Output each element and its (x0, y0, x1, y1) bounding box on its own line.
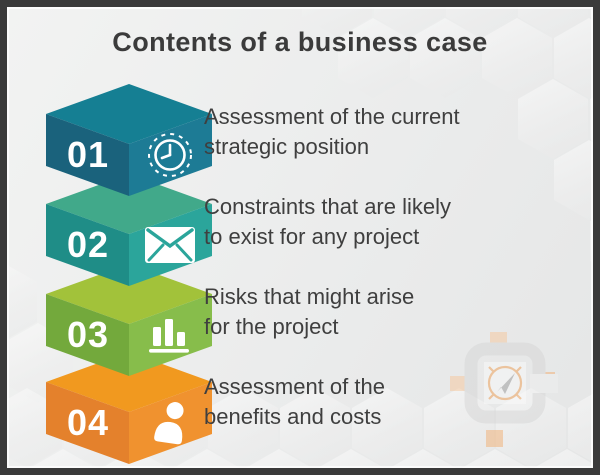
envelope-folds (147, 243, 193, 262)
item-text-1: Assessment of the current strategic posi… (204, 102, 460, 162)
item-text-line: for the project (204, 314, 339, 339)
cube-left-face (46, 114, 129, 196)
hexagon-decoration (352, 388, 422, 468)
page-title: Contents of a business case (112, 27, 488, 57)
hexagon-decoration (280, 388, 350, 468)
bar-chart-icon (149, 319, 189, 353)
cube-step-1 (46, 84, 212, 196)
hexagon-decoration (208, 388, 278, 468)
watermark-square-bottom (486, 430, 503, 447)
hexagon-decoration (518, 79, 588, 159)
compass-ticks (488, 366, 522, 400)
cube-left-face (46, 382, 129, 464)
cube-left-face (46, 294, 129, 376)
compass-arrow (497, 373, 515, 394)
item-text-line: benefits and costs (204, 404, 382, 429)
item-text-2: Constraints that are likely to exist for… (204, 192, 451, 252)
watermark-ring-notch (530, 374, 558, 393)
item-text-4: Assessment of the benefits and costs (204, 372, 385, 432)
cube-left-face (46, 204, 129, 286)
watermark-square-left (450, 376, 465, 391)
clock-icon (148, 133, 192, 177)
step-number-2: 02 (66, 224, 110, 265)
item-text-line: Assessment of the current (204, 104, 460, 129)
item-text-line: strategic position (204, 134, 370, 159)
envelope-icon (145, 227, 195, 263)
step-number-1: 01 (66, 134, 110, 175)
item-text-line: to exist for any project (204, 224, 420, 249)
compass-logo-watermark (450, 332, 558, 447)
item-text-line: Risks that might arise (204, 284, 415, 309)
compass-circle (487, 365, 523, 401)
hexagon-decoration (424, 388, 494, 468)
step-number-4: 04 (66, 402, 110, 443)
item-text-line: Constraints that are likely (204, 194, 451, 219)
item-text-3: Risks that might arise for the project (204, 282, 414, 342)
person-icon (154, 402, 184, 445)
step-number-3: 03 (66, 314, 110, 355)
envelope-flap (146, 228, 194, 249)
item-text-line: Assessment of the (204, 374, 385, 399)
